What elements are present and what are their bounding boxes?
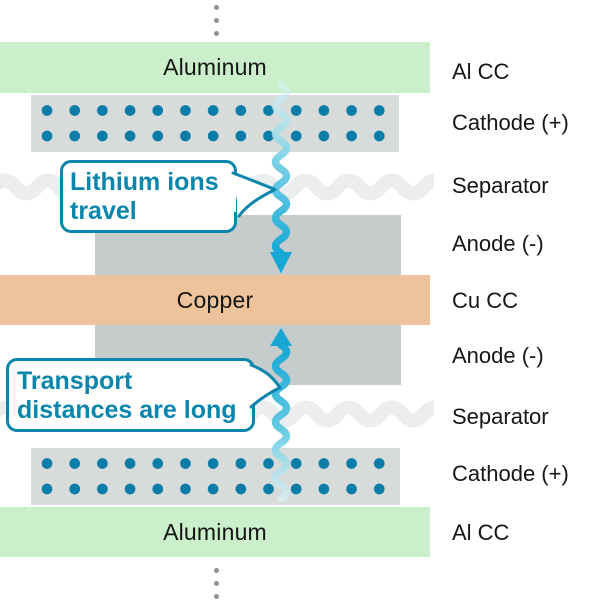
aluminum-bottom-label: Aluminum (163, 518, 267, 545)
label-al-cc-bottom: Al CC (452, 520, 510, 545)
gray-dot (213, 5, 219, 10)
label-anode-top: Anode (-) (452, 231, 544, 256)
callout-line: distances are long (17, 396, 237, 424)
label-separator-top: Separator (452, 173, 549, 198)
continuation-dots-top-icon (213, 5, 219, 36)
label-al-cc-top: Al CC (452, 59, 510, 84)
gray-dot (213, 18, 219, 23)
layer-cathode-bottom (31, 448, 400, 505)
callout-transport-distances: Transport distances are long (6, 358, 255, 432)
label-cathode-bottom: Cathode (+) (452, 461, 569, 486)
layer-copper-cc: Copper (0, 275, 430, 325)
label-separator-bottom: Separator (452, 404, 549, 429)
gray-dot (213, 568, 219, 573)
layer-aluminum-cc-bottom: Aluminum (0, 507, 430, 557)
gray-dot (213, 581, 219, 586)
gray-dot (213, 594, 219, 599)
copper-label: Copper (176, 286, 254, 313)
label-cu-cc: Cu CC (452, 288, 519, 313)
callout-line: travel (70, 197, 137, 225)
gray-dot (213, 31, 219, 36)
layer-cathode-top (31, 95, 399, 152)
layer-aluminum-cc-top: Aluminum (0, 42, 430, 93)
label-cathode-top: Cathode (+) (452, 110, 569, 135)
callout-line: Transport (17, 367, 133, 395)
callout-line: Lithium ions (70, 168, 219, 196)
aluminum-top-label: Aluminum (163, 54, 267, 80)
continuation-dots-bottom-icon (213, 568, 219, 599)
callout-lithium-ions-travel: Lithium ions travel (60, 160, 237, 233)
label-anode-bottom: Anode (-) (452, 343, 544, 368)
